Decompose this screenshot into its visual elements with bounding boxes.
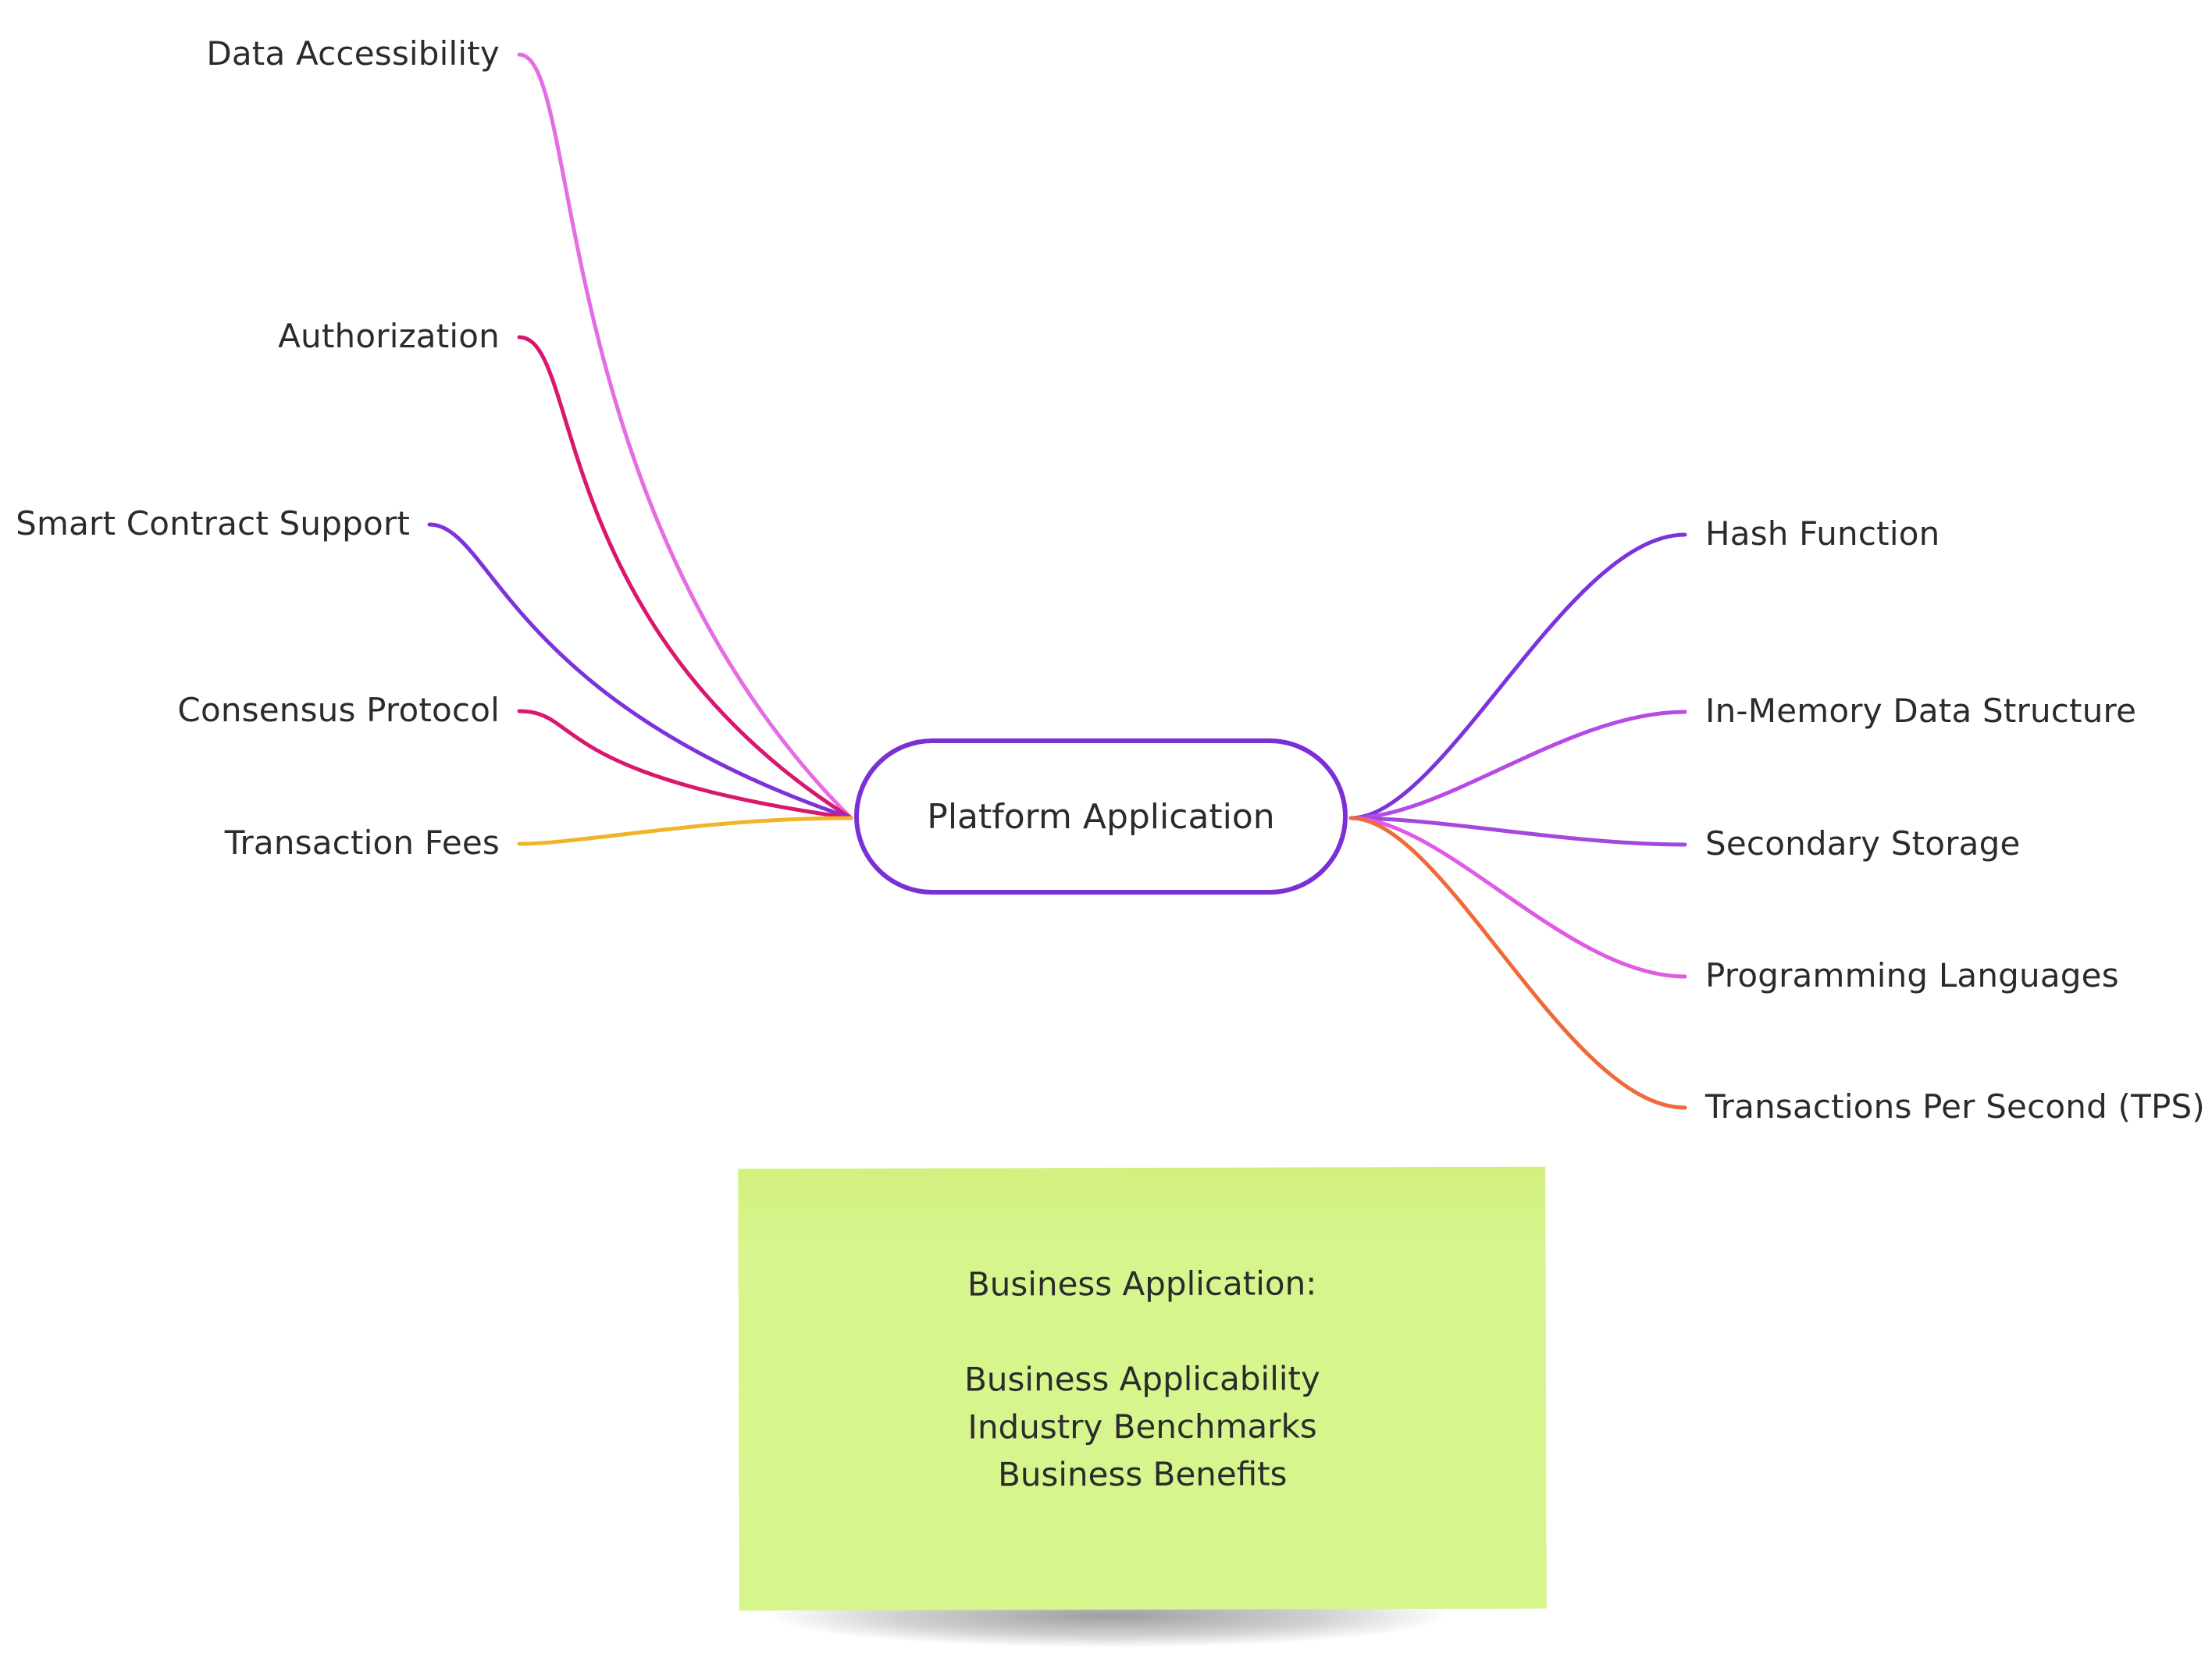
branch-smart-contract-support[interactable]: Smart Contract Support: [16, 504, 410, 543]
sticky-note-title: Business Application:: [967, 1264, 1317, 1304]
branch-transaction-fees[interactable]: Transaction Fees: [224, 824, 500, 862]
branch-data-accessibility[interactable]: Data Accessibility: [206, 34, 500, 73]
connector-in-memory-data-structure: [1348, 710, 1687, 820]
connector-hash-function: [1348, 532, 1687, 820]
sticky-note[interactable]: Business Application: Business Applicabi…: [738, 1166, 1547, 1611]
connector-transactions-per-second: [1348, 816, 1687, 1110]
branch-consensus-protocol[interactable]: Consensus Protocol: [177, 691, 500, 729]
sticky-note-item-industry-benchmarks: Industry Benchmarks: [967, 1407, 1317, 1446]
central-node-label: Platform Application: [927, 796, 1275, 837]
sticky-note-item-business-applicability: Business Applicability: [964, 1359, 1320, 1399]
connector-consensus-protocol: [517, 709, 853, 820]
connector-smart-contract-support: [427, 522, 853, 820]
connector-authorization: [517, 335, 853, 820]
branch-in-memory-data-structure[interactable]: In-Memory Data Structure: [1705, 692, 2137, 730]
sticky-note-spacer: [739, 1307, 1546, 1357]
connector-data-accessibility: [517, 52, 853, 820]
connector-programming-languages: [1348, 816, 1687, 979]
branch-secondary-storage[interactable]: Secondary Storage: [1705, 824, 2021, 863]
branch-authorization[interactable]: Authorization: [278, 317, 500, 355]
branch-programming-languages[interactable]: Programming Languages: [1705, 956, 2119, 994]
branch-hash-function[interactable]: Hash Function: [1705, 514, 1940, 553]
branch-transactions-per-second[interactable]: Transactions Per Second (TPS): [1705, 1087, 2205, 1126]
sticky-note-item-business-benefits: Business Benefits: [997, 1454, 1288, 1494]
connector-transaction-fees: [517, 816, 853, 846]
central-node-platform-application[interactable]: Platform Application: [854, 738, 1348, 895]
connector-secondary-storage: [1348, 816, 1687, 847]
